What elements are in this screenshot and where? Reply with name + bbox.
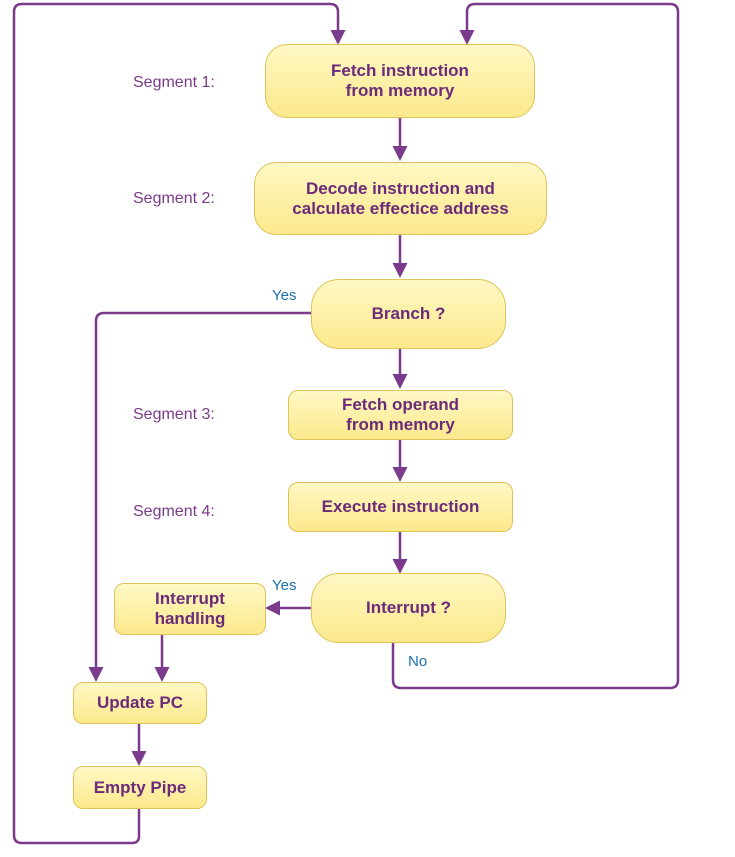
- branch-decision: Branch ?: [311, 279, 506, 349]
- empty-pipe-box: Empty Pipe: [73, 766, 207, 809]
- decode-instruction-box: Decode instruction and calculate effecti…: [254, 162, 547, 235]
- execute-instruction-box: Execute instruction: [288, 482, 513, 532]
- interrupt-decision: Interrupt ?: [311, 573, 506, 643]
- segment-3-label: Segment 3:: [133, 406, 215, 423]
- interrupt-no-label: No: [408, 653, 428, 670]
- arrow-interrupt-no-loop: [391, 2, 680, 690]
- segment-4-label: Segment 4:: [133, 503, 215, 520]
- arrow-empty-pipe-loop: [12, 2, 346, 845]
- segment-1-label: Segment 1:: [133, 74, 215, 91]
- interrupt-handling-box: Interrupt handling: [114, 583, 266, 635]
- fetch-operand-box: Fetch operand from memory: [288, 390, 513, 440]
- branch-yes-label: Yes: [272, 287, 297, 304]
- update-pc-box: Update PC: [73, 682, 207, 724]
- fetch-instruction-box: Fetch instruction from memory: [265, 44, 535, 118]
- segment-2-label: Segment 2:: [133, 190, 215, 207]
- interrupt-yes-label: Yes: [272, 577, 297, 594]
- arrow-branch-yes-to-update-pc: [88, 311, 311, 682]
